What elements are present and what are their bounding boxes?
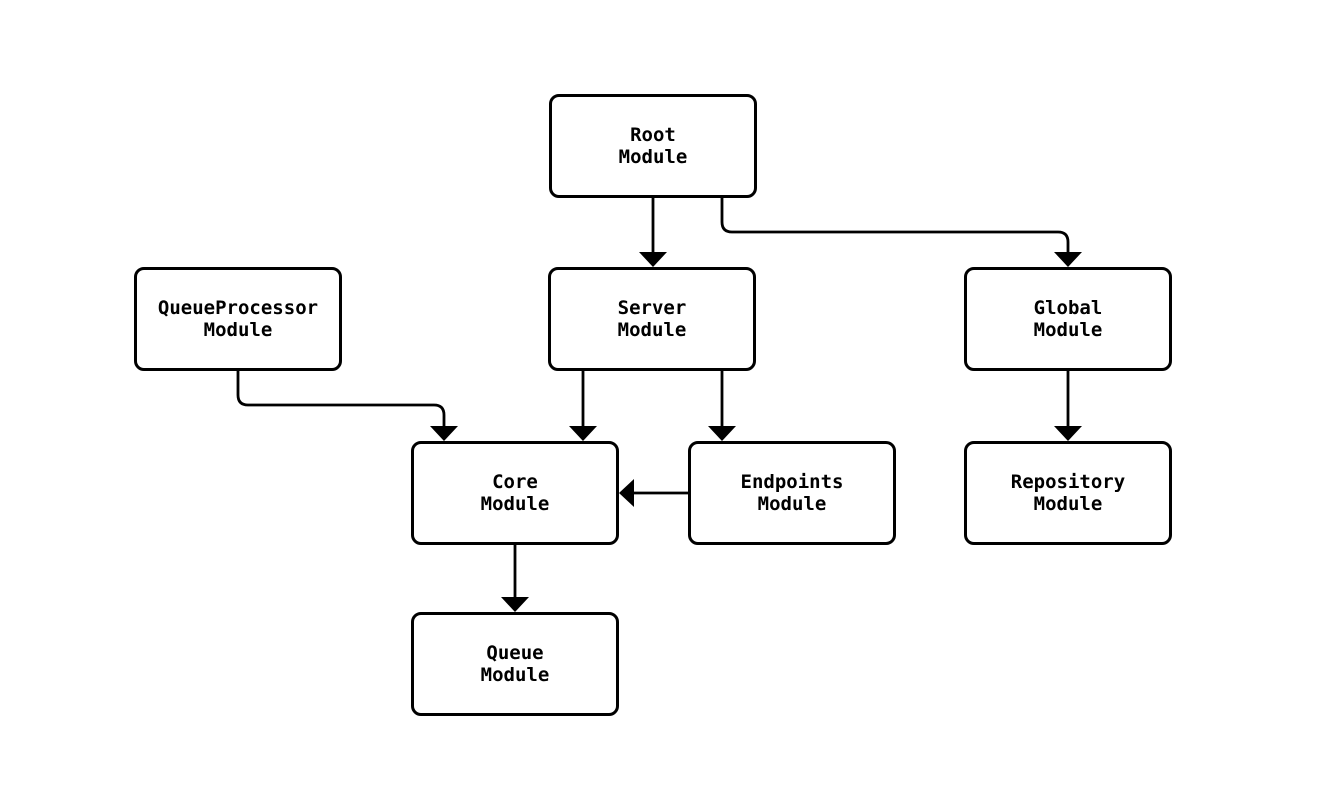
- node-label-repository-module: Repository Module: [1010, 471, 1126, 515]
- node-label-server-module: Server Module: [617, 297, 687, 341]
- arrowhead-endpoints-module-to-core-module: [619, 479, 634, 507]
- node-queueprocessor-module: QueueProcessor Module: [134, 267, 342, 371]
- node-label-root-module: Root Module: [618, 124, 688, 168]
- arrowhead-server-module-to-endpoints-module: [708, 426, 736, 441]
- node-label-queue-module: Queue Module: [480, 642, 550, 686]
- arrowhead-root-module-to-server-module: [639, 252, 667, 267]
- arrowhead-core-module-to-queue-module: [501, 597, 529, 612]
- arrowhead-root-module-to-global-module: [1054, 252, 1082, 267]
- arrowhead-queueprocessor-module-to-core-module: [430, 426, 458, 441]
- node-endpoints-module: Endpoints Module: [688, 441, 896, 545]
- node-label-endpoints-module: Endpoints Module: [740, 471, 844, 515]
- node-label-queueprocessor-module: QueueProcessor Module: [157, 297, 319, 341]
- edge-root-module-to-global-module: [720, 198, 1070, 252]
- edge-queueprocessor-module-to-core-module: [236, 371, 446, 426]
- node-server-module: Server Module: [548, 267, 756, 371]
- node-queue-module: Queue Module: [411, 612, 619, 716]
- node-core-module: Core Module: [411, 441, 619, 545]
- node-label-global-module: Global Module: [1033, 297, 1103, 341]
- node-root-module: Root Module: [549, 94, 757, 198]
- node-repository-module: Repository Module: [964, 441, 1172, 545]
- node-label-core-module: Core Module: [480, 471, 550, 515]
- arrowhead-server-module-to-core-module: [569, 426, 597, 441]
- arrowhead-global-module-to-repository-module: [1054, 426, 1082, 441]
- node-global-module: Global Module: [964, 267, 1172, 371]
